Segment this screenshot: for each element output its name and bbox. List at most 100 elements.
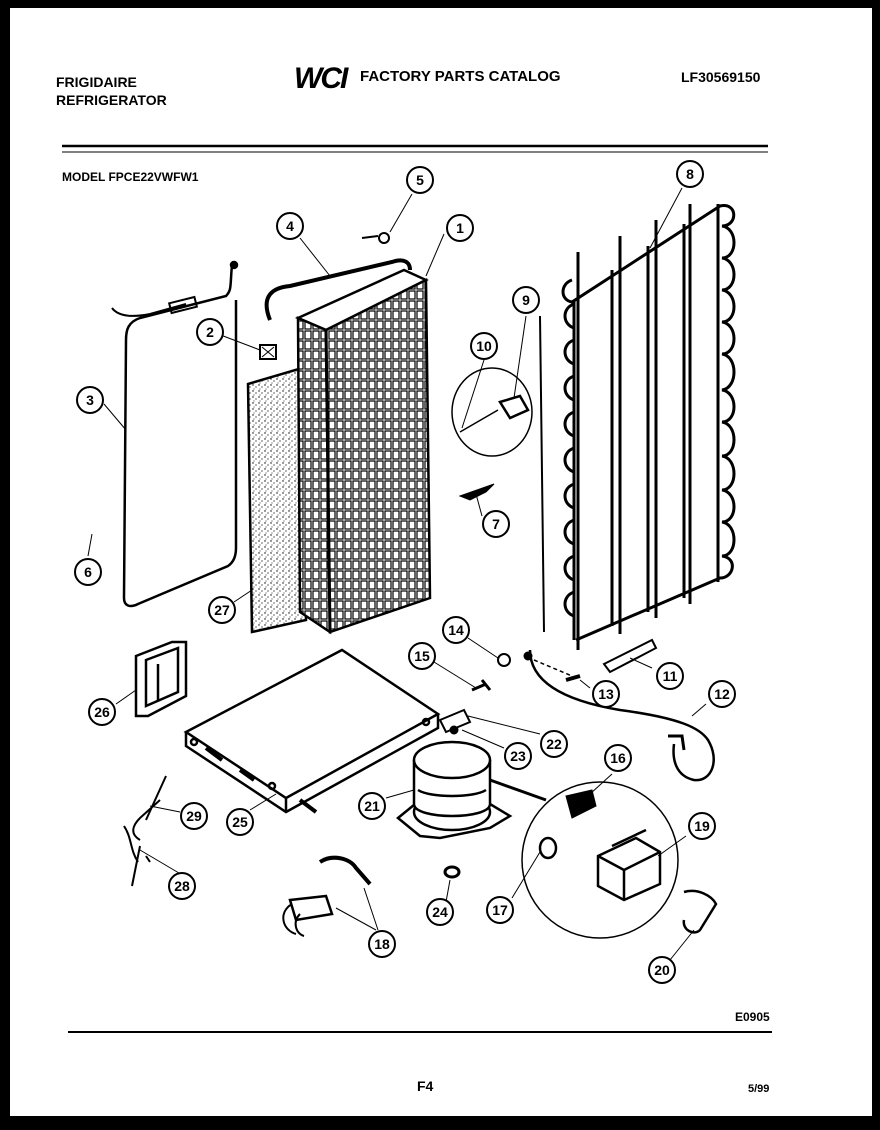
part-13-grommet — [565, 674, 581, 682]
callout-18: 18 — [368, 930, 396, 958]
callout-4: 4 — [276, 212, 304, 240]
callout-14: 14 — [442, 616, 470, 644]
part-26-bracket — [134, 640, 188, 718]
callout-number: 28 — [174, 878, 190, 894]
callout-10: 10 — [470, 332, 498, 360]
part-3-heater-loop — [111, 260, 239, 608]
parts-sheet — [10, 8, 872, 1116]
callout-9: 9 — [512, 286, 540, 314]
callout-number: 26 — [94, 704, 110, 720]
callout-number: 16 — [610, 750, 626, 766]
callout-19: 19 — [688, 812, 716, 840]
callout-25: 25 — [226, 808, 254, 836]
callout-number: 10 — [476, 338, 492, 354]
part-16-relay — [565, 789, 597, 819]
callout-12: 12 — [708, 680, 736, 708]
callout-labels: 1234567891011121314151617181920212223242… — [74, 160, 736, 984]
part-27-pad — [246, 366, 308, 634]
callout-17: 17 — [486, 896, 514, 924]
callout-8: 8 — [676, 160, 704, 188]
callout-24: 24 — [426, 898, 454, 926]
callout-number: 2 — [206, 324, 214, 340]
callout-20: 20 — [648, 956, 676, 984]
callout-11: 11 — [656, 662, 684, 690]
callout-number: 18 — [374, 936, 390, 952]
callout-28: 28 — [168, 872, 196, 900]
part-2-clip — [259, 344, 277, 360]
callout-2: 2 — [196, 318, 224, 346]
part-29-harness — [132, 775, 167, 841]
part-22-washer — [438, 708, 472, 734]
callout-16: 16 — [604, 744, 632, 772]
catalog-number: LF30569150 — [681, 69, 761, 85]
callout-number: 15 — [414, 648, 430, 664]
callout-22: 22 — [540, 730, 568, 758]
part-12-cord — [528, 649, 715, 782]
relay-detail-circle — [521, 781, 679, 939]
callout-27: 27 — [208, 596, 236, 624]
callout-7: 7 — [482, 510, 510, 538]
part-18-strap — [318, 855, 372, 886]
page-number: F4 — [417, 1078, 434, 1094]
callout-number: 20 — [654, 962, 670, 978]
callout-number: 14 — [448, 622, 464, 638]
part-4-tube — [264, 258, 412, 321]
wci-logo: WCI — [294, 62, 348, 95]
callout-number: 6 — [84, 564, 92, 580]
part-20-clip — [682, 889, 718, 934]
part-1-evaporator — [294, 268, 432, 635]
part-7-clip — [458, 483, 495, 501]
callout-15: 15 — [408, 642, 436, 670]
part-14-clamp — [497, 653, 511, 667]
callout-number: 1 — [456, 220, 464, 236]
part-17-overload — [538, 836, 558, 860]
part-25-tray — [183, 648, 441, 814]
part-11-drier — [602, 638, 658, 674]
part-8-condenser — [561, 204, 736, 650]
part-18-capacitor — [288, 894, 334, 922]
drawing-code: E0905 — [735, 1010, 770, 1024]
callout-6: 6 — [74, 558, 102, 586]
brand-line-1: FRIGIDAIRE — [56, 74, 137, 90]
part-21-compressor — [396, 740, 547, 840]
part-5-grommet — [378, 232, 390, 244]
callout-number: 3 — [86, 392, 94, 408]
model-label: MODEL FPCE22VWFW1 — [62, 170, 199, 184]
callout-number: 17 — [492, 902, 508, 918]
callout-26: 26 — [88, 698, 116, 726]
callout-1: 1 — [446, 214, 474, 242]
callout-number: 8 — [686, 166, 694, 182]
callout-number: 29 — [186, 808, 202, 824]
callout-number: 23 — [510, 748, 526, 764]
part-10-detail — [451, 367, 533, 457]
catalog-title: FACTORY PARTS CATALOG — [360, 68, 561, 85]
part-19-cover — [596, 828, 662, 902]
callout-number: 7 — [492, 516, 500, 532]
callout-number: 25 — [232, 814, 248, 830]
callout-3: 3 — [76, 386, 104, 414]
callout-number: 11 — [663, 668, 678, 684]
callout-number: 27 — [214, 602, 230, 618]
callout-number: 9 — [522, 292, 530, 308]
part-9-tube — [539, 315, 545, 633]
callout-number: 24 — [432, 904, 448, 920]
part-28-harness — [123, 825, 151, 887]
callout-13: 13 — [592, 680, 620, 708]
callout-29: 29 — [180, 802, 208, 830]
callout-number: 22 — [546, 736, 562, 752]
callout-number: 21 — [364, 798, 380, 814]
brand-line-2: REFRIGERATOR — [56, 92, 167, 108]
callout-number: 5 — [416, 172, 424, 188]
callout-number: 4 — [286, 218, 294, 234]
callout-5: 5 — [406, 166, 434, 194]
sheet-date: 5/99 — [748, 1083, 770, 1095]
part-23-grommet — [449, 725, 459, 735]
part-24-grommet — [443, 865, 461, 879]
callout-number: 19 — [694, 818, 710, 834]
part-15-screw — [471, 679, 492, 692]
callout-23: 23 — [504, 742, 532, 770]
callout-21: 21 — [358, 792, 386, 820]
callout-number: 13 — [598, 686, 614, 702]
callout-number: 12 — [714, 686, 730, 702]
